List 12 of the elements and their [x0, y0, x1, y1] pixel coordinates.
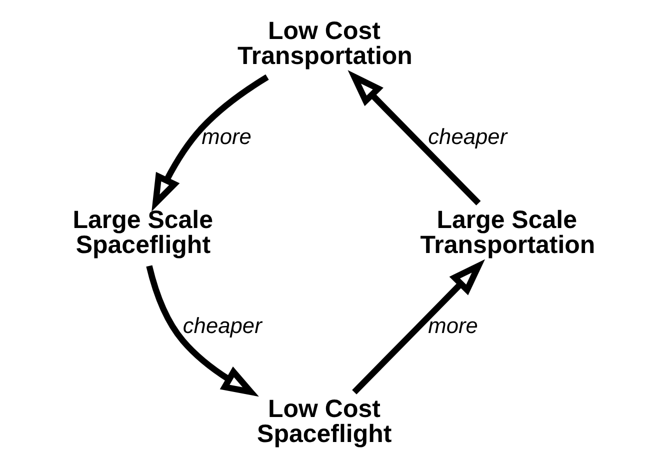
arrow [352, 259, 485, 394]
edge-label: cheaper [182, 313, 262, 338]
node-text: Large Scale Transportation [420, 206, 595, 259]
edge-label: more [201, 124, 251, 150]
arrow [151, 74, 268, 212]
edge-label: more [428, 313, 478, 338]
node-text: Low Cost Transportation [237, 16, 412, 70]
arrow [347, 70, 480, 206]
arrow [146, 265, 258, 397]
edge-label: cheaper [428, 124, 507, 150]
node-text: Low Cost Spaceflight [256, 394, 392, 448]
node-text: Large Scale Spaceflight [72, 206, 213, 259]
